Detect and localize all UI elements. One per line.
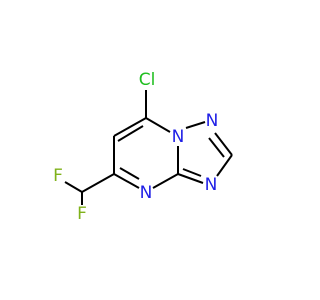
bond-c2-n3 (216, 154, 233, 177)
atom-f-upper: F (53, 166, 63, 186)
bond-chf2-fupper (64, 181, 83, 193)
bond-nbridge-c7 (145, 117, 171, 133)
molecule-canvas: Cl F F N N N N (53, 70, 233, 224)
bond-n1-c2 (214, 132, 233, 156)
atom-cl: Cl (139, 70, 156, 90)
atom-n-pyrimidine: N (140, 183, 153, 203)
bonds (64, 90, 233, 205)
bond-c5-n4-inner (119, 167, 140, 180)
bond-n1-c2-inner (208, 137, 225, 158)
atom-f-lower: F (77, 204, 87, 224)
atom-n-triazole-right: N (205, 175, 218, 195)
atom-labels: Cl F F N N N N (53, 70, 218, 224)
atom-n-bridge: N (172, 127, 185, 147)
bond-c7-c6 (113, 117, 147, 137)
bond-c5-chf2 (81, 173, 115, 193)
bond-c5-n4 (113, 173, 140, 189)
bond-n3-c3a-inner (182, 168, 202, 177)
bond-n3-c3a (177, 173, 204, 184)
bond-c7-c6-inner (117, 125, 144, 142)
bond-n4-c3a (152, 173, 179, 189)
molecule-structure: Cl F F N N N N (53, 70, 233, 224)
atom-n-triazole-top: N (206, 111, 219, 131)
bond-nbridge-n1 (185, 121, 206, 129)
